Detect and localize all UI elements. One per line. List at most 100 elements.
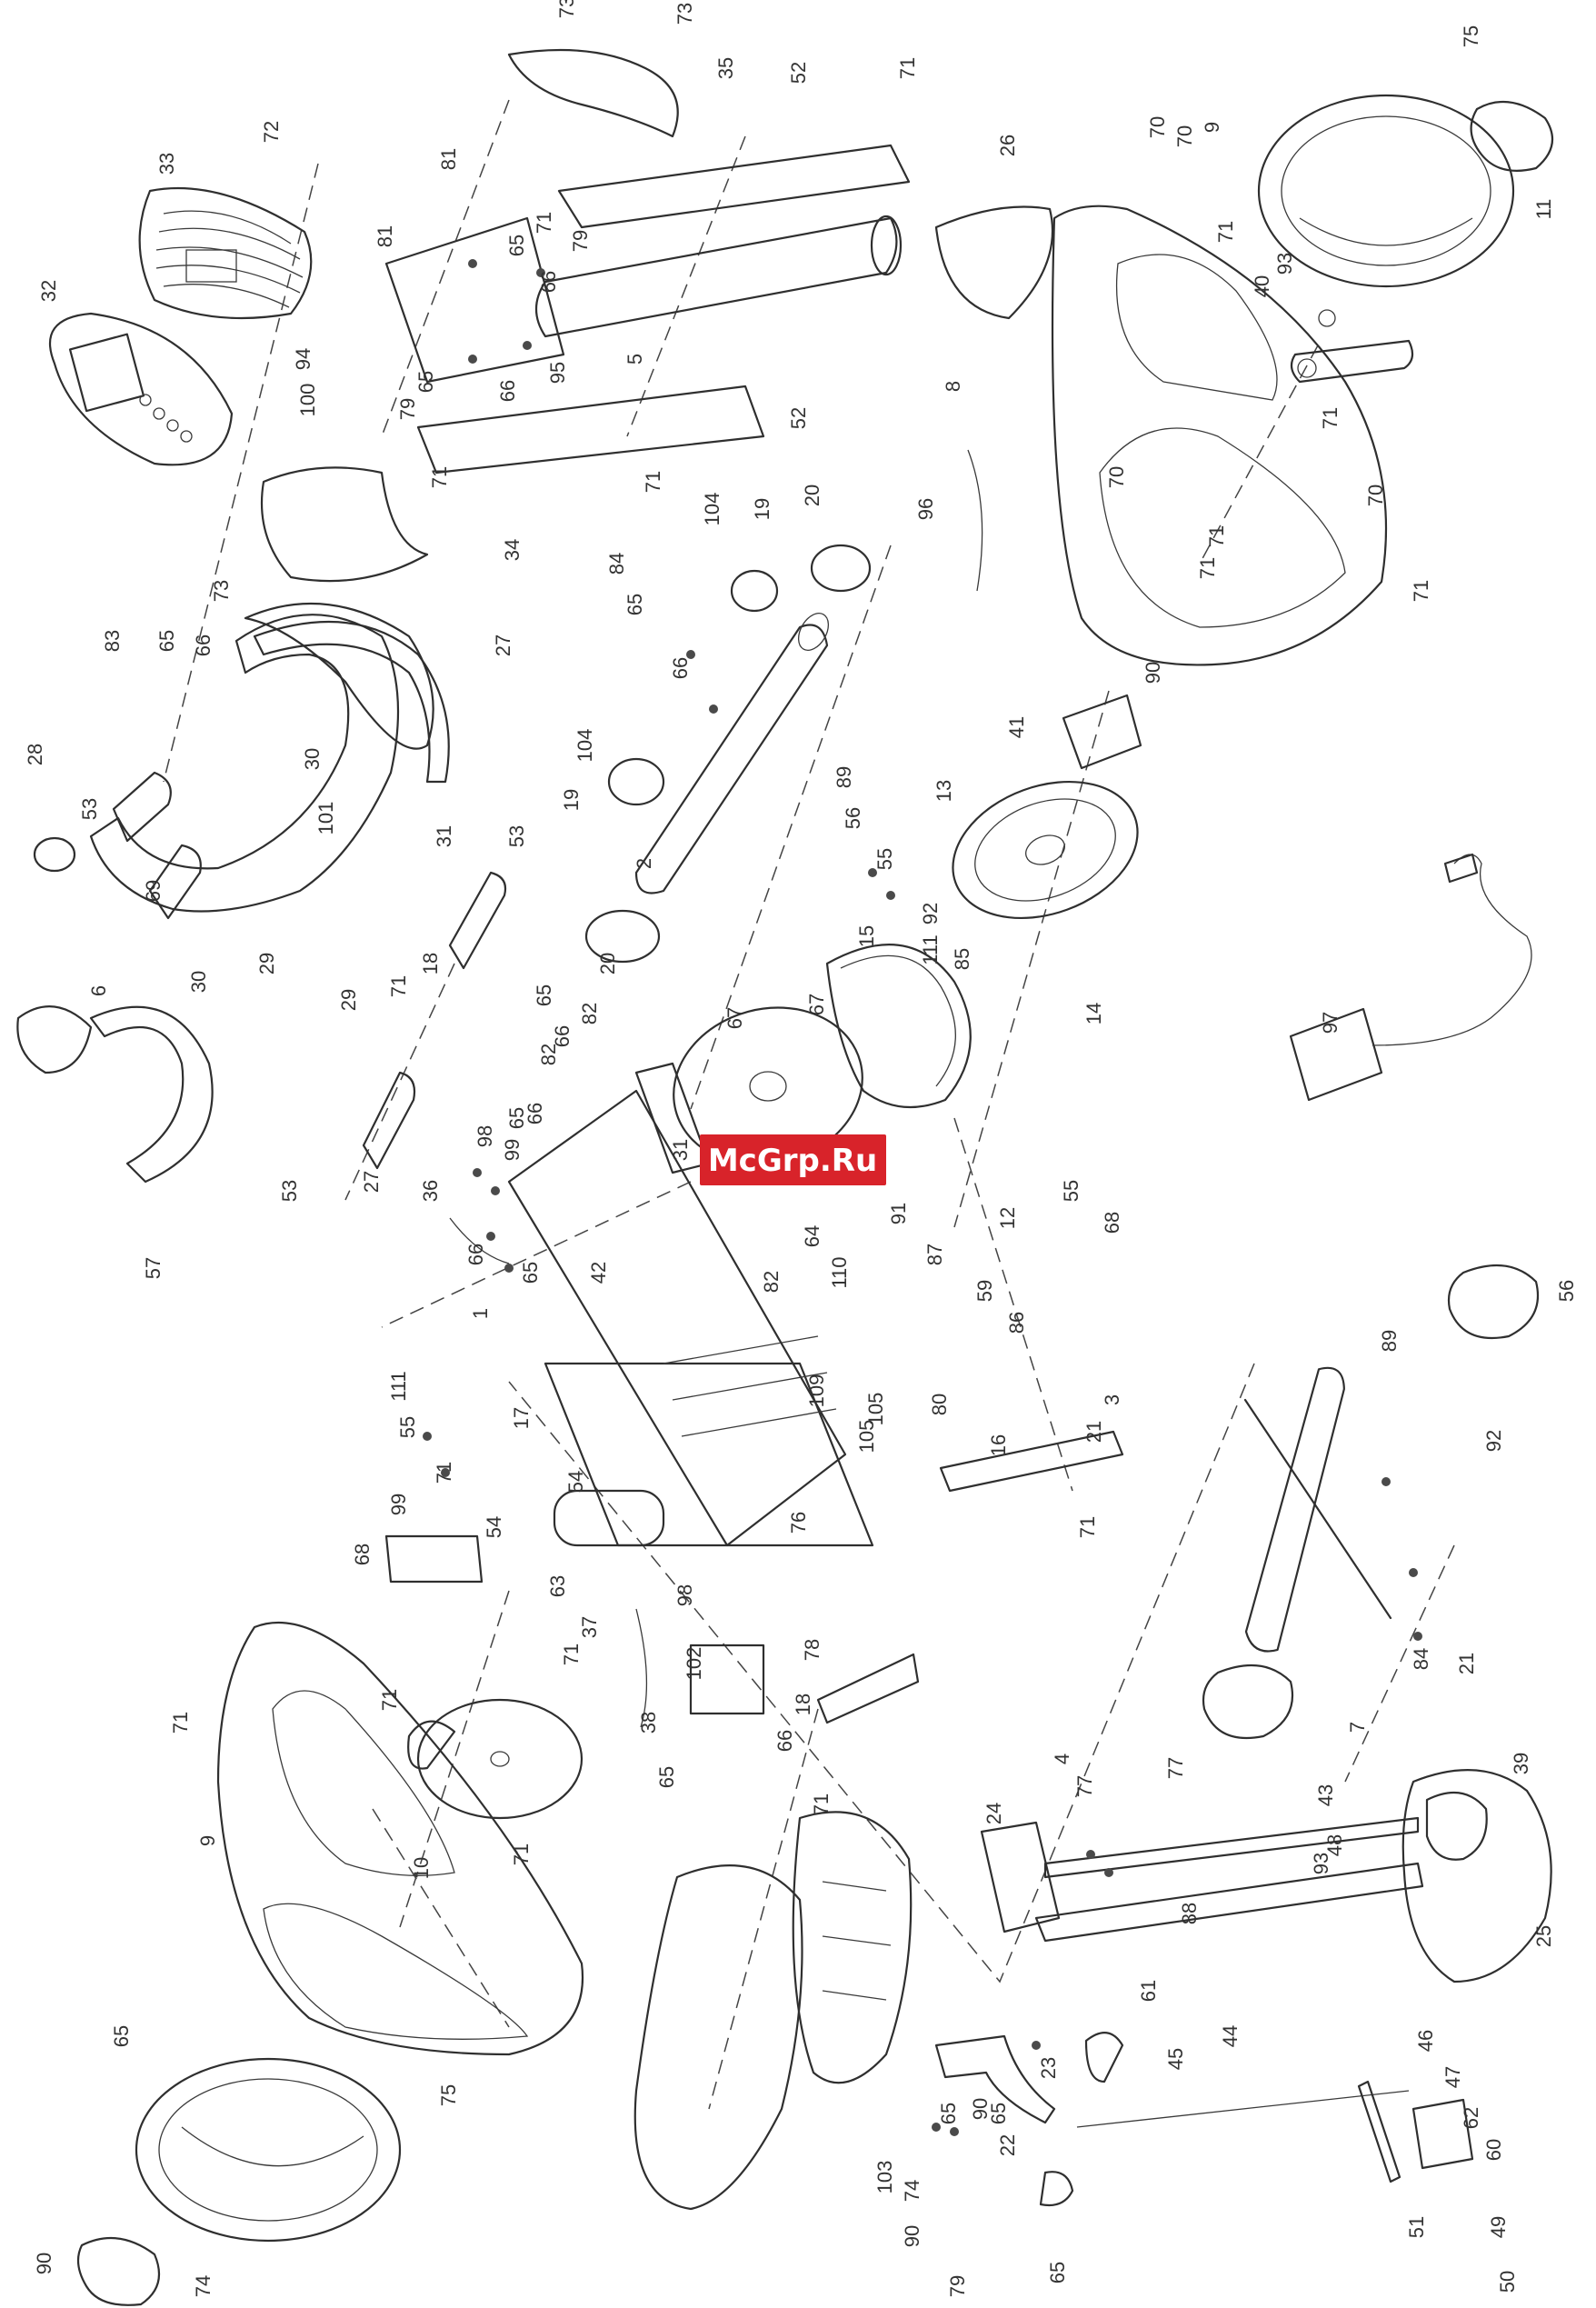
callout-label: 89: [1378, 1330, 1401, 1352]
callout-label: 90: [33, 2253, 55, 2274]
callout-label: 66: [192, 634, 214, 656]
callout-label: 8: [942, 381, 964, 392]
callout-label: 18: [419, 953, 442, 974]
callout-label: 89: [833, 766, 855, 788]
callout-label: 54: [483, 1516, 505, 1538]
callout-label: 41: [1005, 716, 1028, 738]
callout-label: 65: [987, 2103, 1010, 2124]
callout-label: 30: [301, 748, 324, 770]
callout-label: 49: [1487, 2216, 1510, 2238]
callout-label: 74: [192, 2275, 214, 2297]
callout-label: 79: [946, 2275, 969, 2297]
callout-label: 71: [387, 975, 410, 997]
watermark-background: [700, 1134, 886, 1185]
callout-label: 73: [673, 3, 696, 25]
callout-label: 71: [1196, 557, 1219, 579]
callout-label: 65: [505, 1107, 528, 1129]
watermark: McGrp.Ru: [700, 1134, 886, 1185]
callout-label: 110: [828, 1256, 851, 1288]
callout-label: 2: [633, 858, 655, 869]
callout-label: 66: [464, 1244, 487, 1265]
callout-label: 21: [1455, 1653, 1478, 1674]
callout-label: 82: [578, 1003, 601, 1024]
callout-label: 52: [787, 62, 810, 84]
callout-label: 86: [1005, 1312, 1028, 1334]
callout-label: 43: [1314, 1784, 1337, 1806]
callout-label: 71: [810, 1793, 833, 1815]
callout-label: 96: [914, 498, 937, 520]
callout-label: 105: [864, 1393, 887, 1426]
callout-label: 65: [623, 594, 646, 615]
callout-label: 19: [751, 498, 773, 520]
callout-label: 90: [969, 2098, 992, 2120]
callout-label: 21: [1082, 1421, 1105, 1443]
callout-label: 70: [1173, 125, 1196, 147]
callout-label: 79: [396, 398, 419, 420]
callout-label: 4: [1051, 1753, 1073, 1764]
callout-label: 7: [1346, 1722, 1369, 1733]
callout-label: 105: [855, 1420, 878, 1454]
callout-label: 83: [101, 630, 124, 652]
callout-label: 85: [951, 948, 973, 970]
callout-label: 65: [937, 2103, 960, 2124]
right-shroud-assembly: [1051, 94, 1554, 666]
callout-label: 75: [1460, 25, 1482, 47]
callout-label: 29: [337, 989, 360, 1011]
callout-label: 35: [714, 57, 737, 79]
callout-label: 32: [37, 280, 60, 302]
callout-label: 87: [923, 1244, 946, 1265]
callout-label: 77: [1164, 1757, 1187, 1779]
callout-label: 94: [292, 348, 314, 370]
callout-label: 71: [1076, 1516, 1099, 1538]
callout-label: 27: [360, 1171, 383, 1193]
left-shroud-assembly: [76, 1621, 584, 2306]
callout-label: 38: [637, 1712, 660, 1733]
callout-label: 66: [551, 1025, 574, 1047]
callout-label: 26: [996, 135, 1019, 156]
callout-label: 31: [669, 1139, 692, 1161]
callout-label: 36: [419, 1180, 442, 1202]
callout-label: 92: [919, 903, 942, 924]
callout-label: 98: [673, 1584, 696, 1606]
callout-label: 91: [887, 1203, 910, 1224]
callout-label: 51: [1405, 2216, 1428, 2238]
drive-assembly: [584, 544, 1142, 1166]
callout-label: 61: [1137, 1980, 1160, 2002]
console-assembly: [49, 48, 1054, 583]
seat-assembly: [633, 1769, 1552, 2211]
callout-label: 97: [1319, 1012, 1342, 1034]
callout-label: 88: [1178, 1903, 1201, 1924]
callout-label: 16: [987, 1434, 1010, 1456]
callout-label: 66: [524, 1103, 546, 1124]
callout-label: 53: [278, 1180, 301, 1202]
callout-label: 99: [387, 1494, 410, 1515]
callout-label: 39: [1510, 1753, 1532, 1774]
callout-label: 73: [210, 580, 233, 602]
callout-label: 92: [1482, 1430, 1505, 1452]
fastener-marks: [423, 259, 1422, 2136]
callout-label: 111: [387, 1371, 410, 1401]
callout-label: 109: [805, 1374, 828, 1408]
callout-label: 71: [1410, 580, 1432, 602]
callout-label: 10: [410, 1857, 433, 1879]
callout-label: 65: [519, 1262, 542, 1284]
callout-label: 71: [1319, 407, 1342, 429]
callout-label: 111: [919, 934, 942, 964]
callout-label: 55: [396, 1416, 419, 1438]
callout-label: 104: [574, 729, 596, 763]
callout-label: 14: [1082, 1003, 1105, 1024]
callout-label: 93: [1310, 1853, 1332, 1874]
callout-label: 50: [1496, 2271, 1519, 2293]
callout-label: 71: [378, 1689, 401, 1711]
callout-label: 74: [901, 2180, 923, 2202]
callout-label: 55: [1060, 1180, 1082, 1202]
callout-label: 3: [1101, 1394, 1123, 1405]
callout-label: 82: [537, 1044, 560, 1065]
callout-label: 64: [801, 1225, 823, 1247]
callout-label: 29: [255, 953, 278, 974]
callout-label: 20: [596, 953, 619, 974]
callout-label: 59: [973, 1280, 996, 1302]
callout-label: 65: [1046, 2262, 1069, 2283]
callout-label: 9: [1201, 122, 1223, 133]
